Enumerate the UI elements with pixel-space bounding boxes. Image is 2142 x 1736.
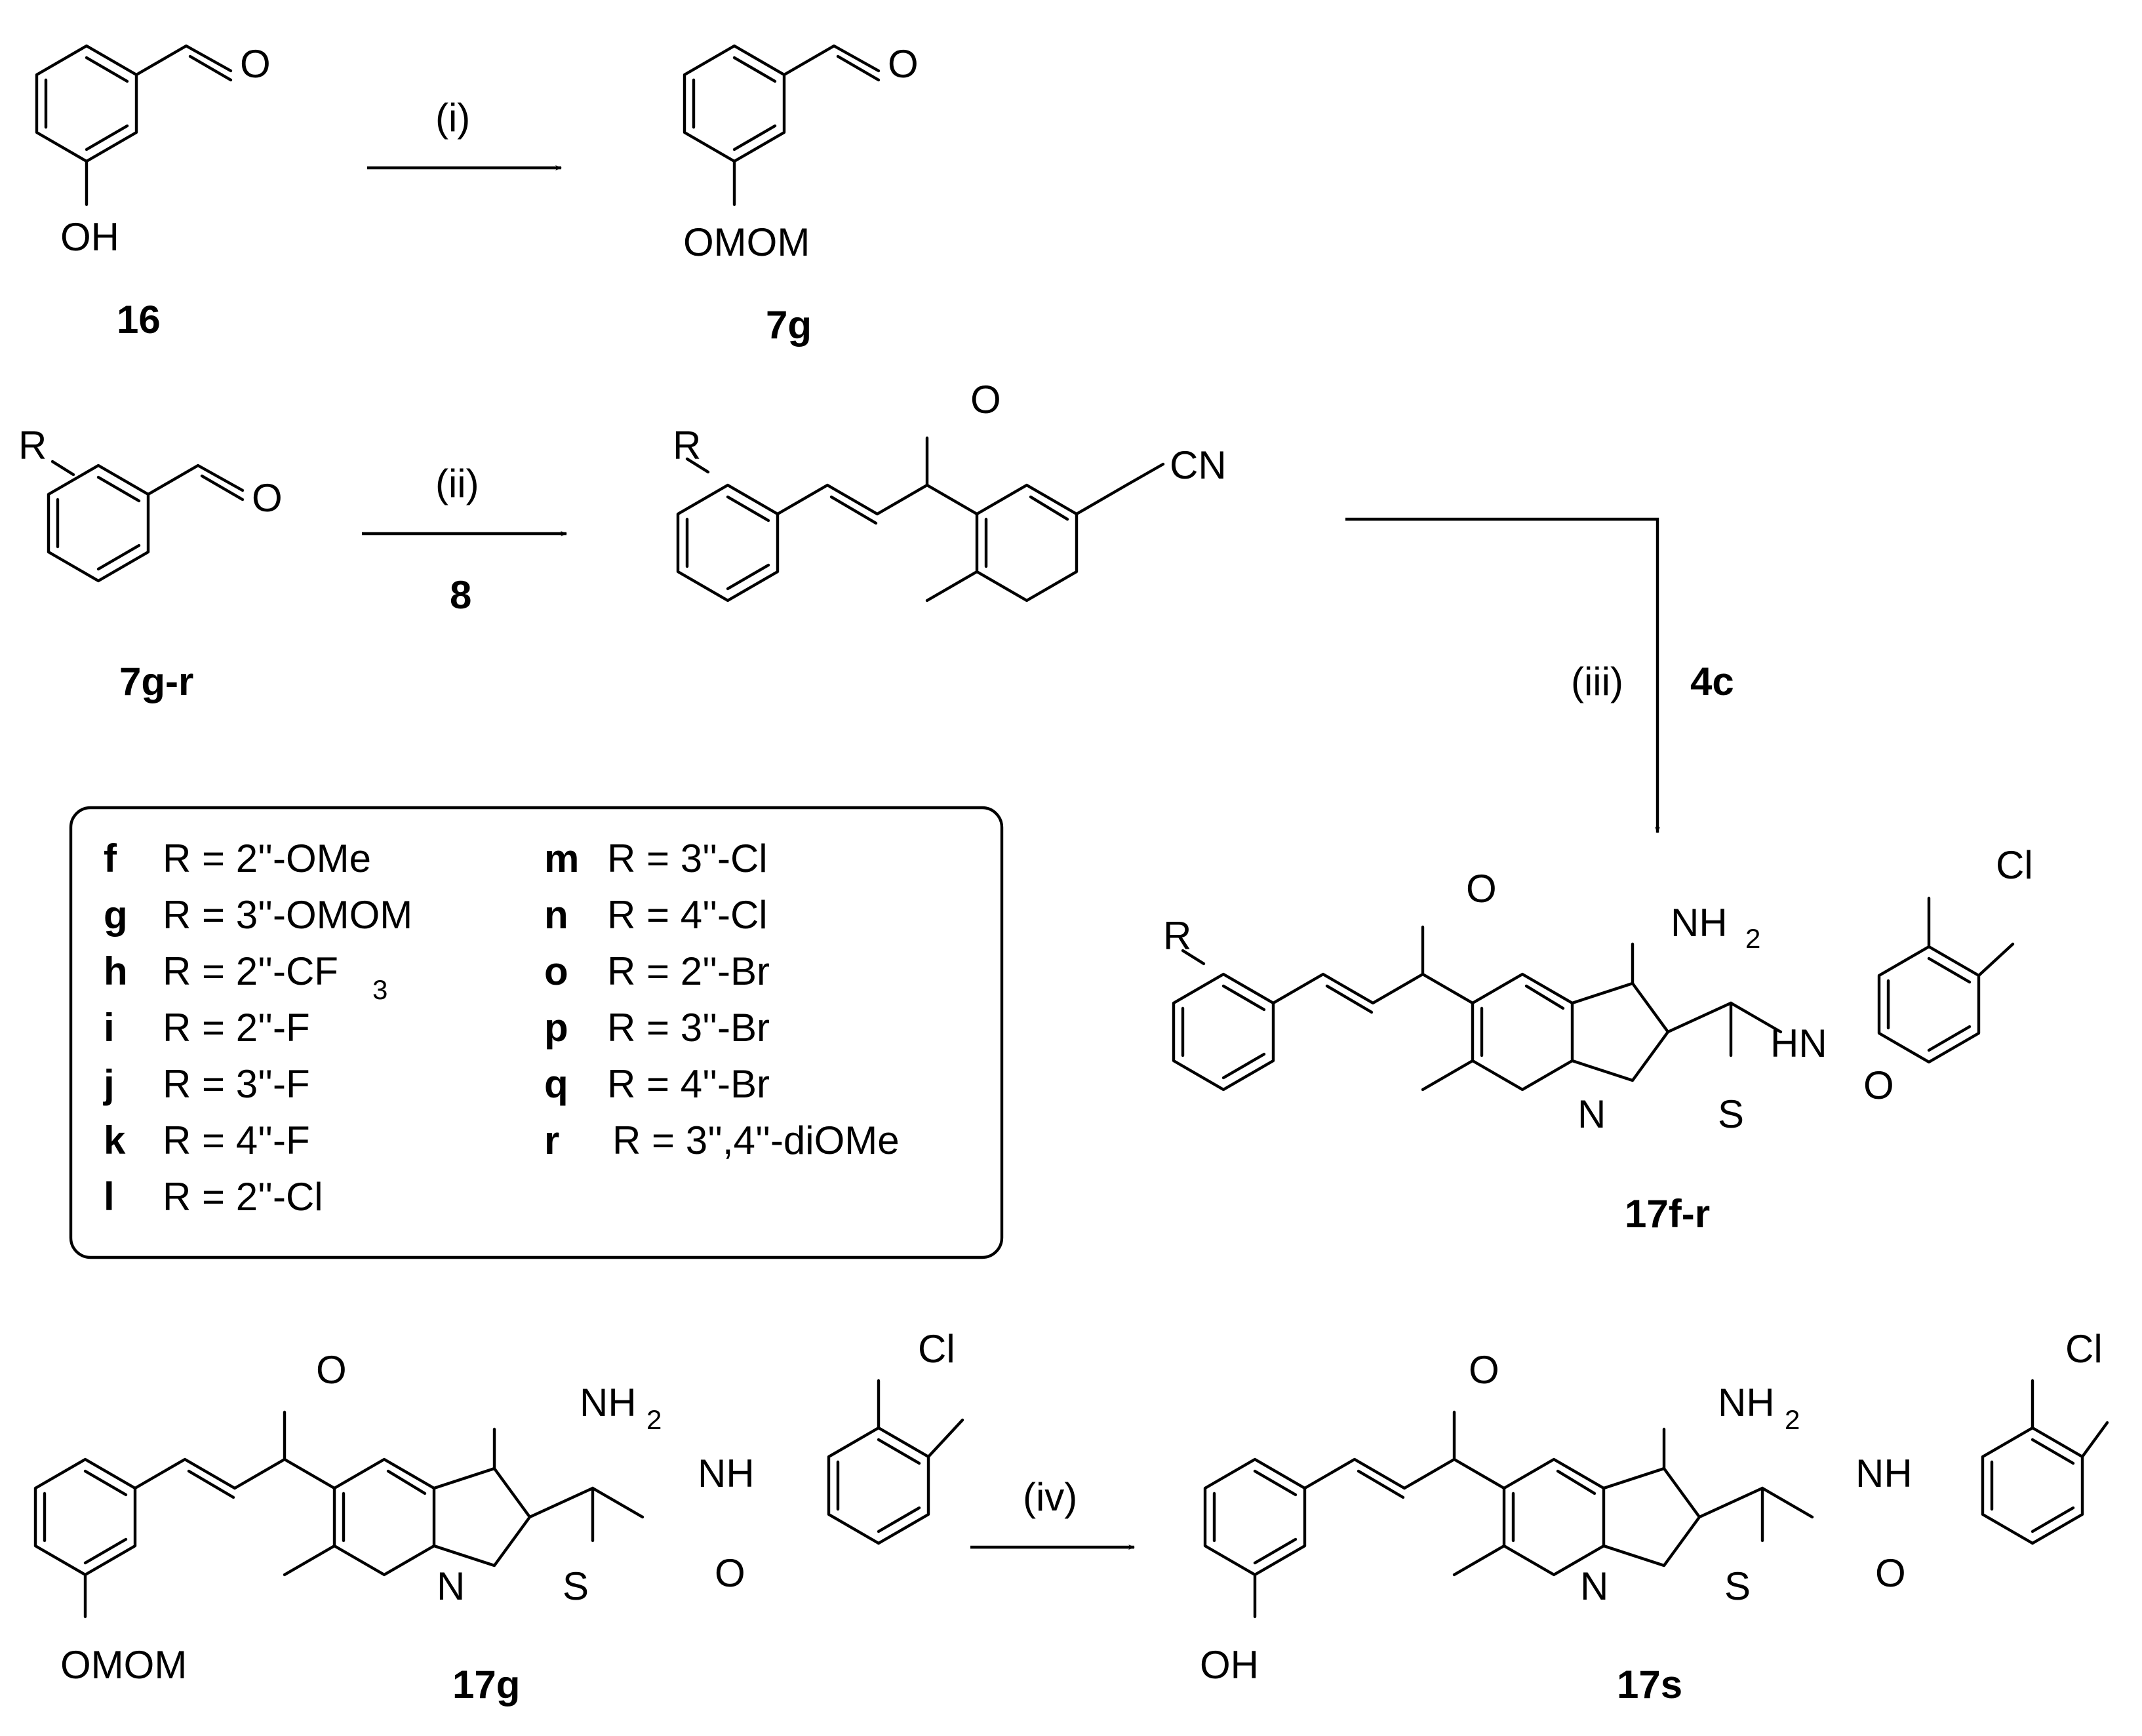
r-letter: h [104,949,128,993]
atom-R: R [1163,914,1191,958]
atom-NH: NH [698,1451,755,1495]
atom-O: O [888,42,919,86]
r-letter: r [544,1118,559,1162]
compound-17s-structure: OH O N S NH 2 NH O Cl [1200,1327,2109,1687]
condition-iv: (iv) [1023,1475,1077,1519]
atom-N: N [1580,1564,1608,1608]
r-definition: R = 2''-CF [163,949,338,993]
atom-NH2: NH [1718,1381,1775,1425]
r-letter: f [104,837,117,880]
compound-label-17g: 17g [452,1663,520,1706]
atom-Cl: Cl [918,1327,955,1371]
atom-Cl: Cl [2065,1327,2103,1371]
atom-OMOM: OMOM [683,220,810,264]
atom-R: R [673,424,701,467]
r-substituent-table [69,806,1004,1259]
atom-NH2-subscript: 2 [1785,1404,1800,1435]
r-table-left-column: f R = 2''-OMe g R = 3''-OMOM h R = 2''-C… [103,837,412,1219]
atom-O: O [1875,1551,1906,1595]
atom-O: O [970,378,1001,422]
atom-S: S [1724,1564,1751,1608]
atom-NH: NH [1855,1451,1913,1495]
r-letter: n [544,893,568,937]
condition-i: (i) [435,96,470,140]
compound-9f-r-structure: R O CN [673,378,1227,602]
atom-O: O [1466,867,1497,911]
r-letter: p [544,1006,568,1050]
condition-iii: (iii) [1571,660,1623,703]
atom-NH2: NH [580,1381,637,1425]
r-definition: R = 4''-Cl [607,893,768,937]
atom-O: O [240,42,271,86]
r-definition: R = 2''-F [163,1006,310,1050]
atom-O: O [1863,1063,1894,1107]
r-definition: R = 2''-Cl [163,1175,323,1219]
atom-O: O [252,476,283,520]
atom-OH: OH [60,215,119,259]
r-definition: R = 4''-F [163,1118,310,1162]
compound-label-17f-r: 17f-r [1625,1192,1710,1236]
r-definition: R = 3''-Br [607,1006,770,1050]
r-letter: k [104,1118,126,1162]
atom-HN: HN [1770,1021,1827,1065]
r-table-right-column: m R = 3''-Cl n R = 4''-Cl o R = 2''-Br p… [544,837,900,1162]
reagent-4c: 4c [1690,660,1734,703]
atom-OH: OH [1200,1643,1259,1687]
r-letter: l [104,1175,115,1219]
atom-NH2-subscript: 2 [1745,923,1760,954]
compound-16-structure: O OH [35,42,271,259]
atom-O: O [1469,1348,1499,1392]
reagent-8: 8 [450,573,471,617]
atom-CN: CN [1170,443,1227,487]
r-letter: q [544,1062,568,1106]
r-letter: g [104,893,128,937]
atom-Cl: Cl [1996,843,2033,887]
atom-S: S [1718,1092,1744,1136]
atom-O: O [316,1348,347,1392]
r-definition: R = 3''-F [163,1062,310,1106]
compound-label-7g: 7g [766,303,812,347]
atom-S: S [563,1564,589,1608]
atom-NH2-subscript: 2 [646,1404,662,1435]
r-definition: R = 3''-Cl [607,837,768,880]
compound-label-16: 16 [117,298,161,342]
atom-O: O [715,1551,745,1595]
compound-7g-structure: O OMOM [683,42,919,264]
r-definition-subscript: 3 [372,974,387,1005]
r-definition: R = 2''-Br [607,949,770,993]
reaction-arrow-iii [1345,517,1660,833]
compound-17f-r-structure: R O N S NH 2 HN O Cl [1163,843,2033,1136]
atom-NH2: NH [1671,901,1728,945]
atom-N: N [437,1564,465,1608]
atom-N: N [1577,1092,1606,1136]
r-definition: R = 3'',4''-diOMe [612,1118,900,1162]
r-letter: m [544,837,579,880]
condition-ii: (ii) [435,462,479,505]
r-letter: o [544,949,568,993]
atom-R: R [18,424,47,467]
compound-label-17s: 17s [1617,1663,1682,1706]
compound-label-7g-r: 7g-r [119,660,193,703]
r-letter: i [104,1006,115,1050]
r-definition: R = 4''-Br [607,1062,770,1106]
atom-OMOM: OMOM [60,1643,187,1687]
compound-17g-structure: OMOM O N S NH 2 NH O Cl [33,1327,964,1687]
r-definition: R = 3''-OMOM [163,893,412,937]
compound-7g-r-structure: O R [18,424,283,583]
r-definition: R = 2''-OMe [163,837,371,880]
r-letter: j [103,1062,115,1106]
